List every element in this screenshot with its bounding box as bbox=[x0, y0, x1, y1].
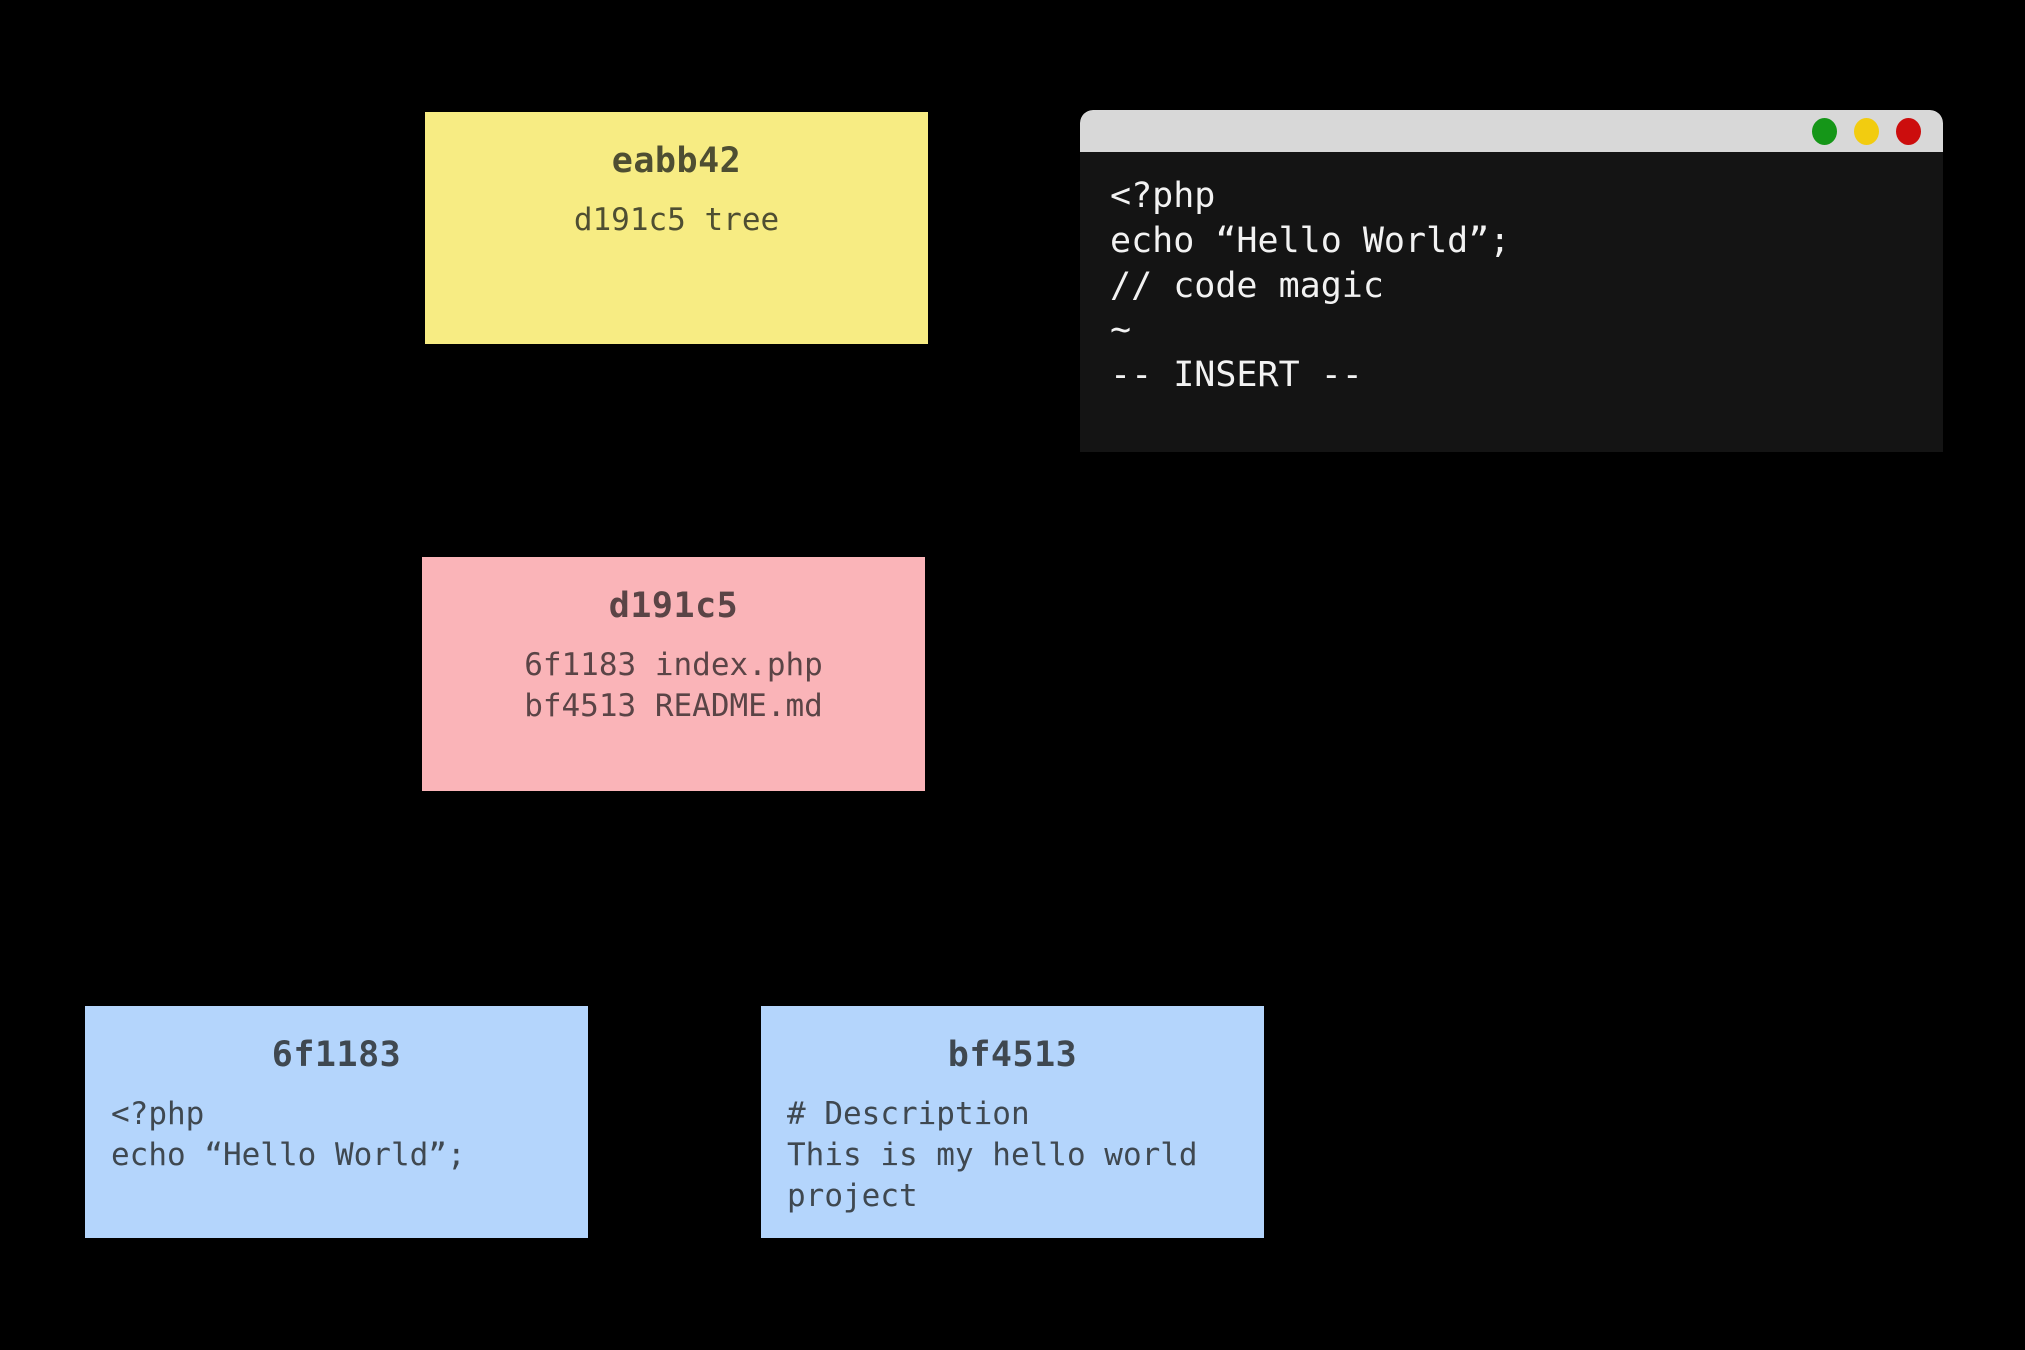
git-object-blob-bf4513[interactable]: bf4513 # Description This is my hello wo… bbox=[761, 1006, 1264, 1238]
git-object-tree-d191c5[interactable]: d191c5 6f1183 index.php bf4513 README.md bbox=[422, 557, 925, 791]
tree-entries-text: 6f1183 index.php bf4513 README.md bbox=[524, 646, 823, 724]
terminal-line: ~ bbox=[1110, 310, 1132, 351]
terminal-status-line: -- INSERT -- bbox=[1110, 355, 1363, 396]
git-object-blob-6f1183[interactable]: 6f1183 <?php echo “Hello World”; bbox=[85, 1006, 588, 1238]
tree-hash-label: d191c5 bbox=[608, 586, 739, 626]
commit-hash-label: eabb42 bbox=[611, 141, 742, 181]
blob-readme-content-text: # Description This is my hello world pro… bbox=[787, 1095, 1198, 1215]
terminal-line: echo “Hello World”; bbox=[1110, 220, 1511, 261]
blob-readme-hash-label: bf4513 bbox=[947, 1035, 1078, 1075]
terminal-line: // code magic bbox=[1110, 265, 1384, 306]
terminal-window[interactable]: <?php echo “Hello World”; // code magic … bbox=[1080, 110, 1943, 452]
window-close-icon[interactable] bbox=[1896, 117, 1921, 145]
window-minimize-icon[interactable] bbox=[1812, 117, 1837, 145]
terminal-titlebar[interactable] bbox=[1080, 110, 1943, 152]
window-maximize-icon[interactable] bbox=[1854, 117, 1879, 145]
blob-index-hash-label: 6f1183 bbox=[271, 1035, 402, 1075]
terminal-content[interactable]: <?php echo “Hello World”; // code magic … bbox=[1080, 152, 1943, 452]
terminal-line: <?php bbox=[1110, 176, 1216, 216]
git-object-commit-eabb42[interactable]: eabb42 d191c5 tree bbox=[425, 112, 928, 344]
blob-index-content-text: <?php echo “Hello World”; bbox=[111, 1095, 466, 1173]
commit-body-text: d191c5 tree bbox=[573, 201, 780, 238]
